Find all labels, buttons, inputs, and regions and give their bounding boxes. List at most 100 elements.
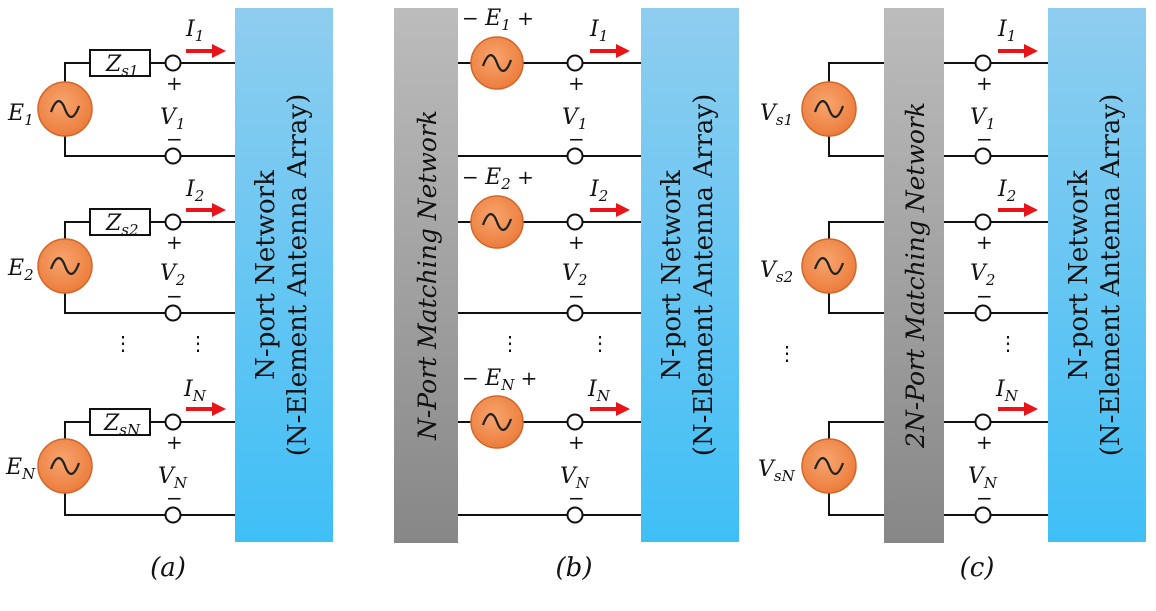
n-port-network-label: N-port Network (N-Element Antenna Array): [251, 94, 313, 456]
n-port-network-label: N-port Network (N-Element Antenna Array): [1064, 94, 1126, 456]
matching-network-label: 2N-Port Matching Network: [901, 102, 930, 449]
source-label: − E2 +: [462, 165, 534, 193]
port-terminal-icon: [974, 147, 992, 165]
port-terminal-icon: [164, 147, 182, 165]
plus-sign: +: [166, 71, 183, 95]
minus-sign: −: [568, 486, 585, 510]
current-arrow-icon: [186, 402, 226, 416]
source-label: VsN: [758, 457, 796, 485]
matching-network-block: [884, 8, 944, 543]
current-arrow-icon: [186, 44, 226, 58]
port-terminals-c: [974, 54, 992, 524]
wires-a: [64, 62, 235, 516]
ellipsis: ⋮: [113, 331, 133, 355]
impedance-box-icon: Zs1: [89, 49, 151, 80]
matching-network-block: [394, 8, 458, 543]
panel-caption: (c): [960, 553, 995, 583]
voltage-label: V1: [970, 105, 995, 133]
matching-network-label-wrap: N-Port Matching Network: [413, 110, 442, 441]
minus-sign: −: [568, 127, 585, 151]
port-terminal-icon: [974, 413, 992, 431]
source-label: Vs2: [760, 258, 793, 286]
ac-source-icon: [470, 195, 524, 249]
voltage-label: VN: [158, 464, 188, 492]
voltage-label: V2: [562, 261, 587, 289]
ac-source-icon: [470, 395, 524, 449]
n-port-network-label: N-port Network (N-Element Antenna Array): [657, 94, 719, 456]
panel-caption: (a): [150, 553, 186, 583]
port-terminal-icon: [164, 304, 182, 322]
network-label-line1: N-port Network: [251, 170, 281, 380]
port-terminal-icon: [164, 506, 182, 524]
voltage-label: VN: [560, 464, 590, 492]
current-label: I2: [997, 177, 1016, 205]
current-arrow-icon: [590, 203, 630, 217]
network-label-line2: (N-Element Antenna Array): [689, 94, 719, 456]
n-port-network-block: [235, 8, 333, 542]
current-arrow-icon: [186, 203, 226, 217]
impedance-label: Zs1: [105, 52, 139, 80]
network-label-line2: (N-Element Antenna Array): [283, 94, 313, 456]
current-label: I1: [589, 17, 608, 45]
panel-c: 2N-Port Matching Network N-port Network …: [758, 8, 1146, 583]
current-arrow-icon: [590, 402, 630, 416]
current-arrow-icon: [998, 44, 1038, 58]
impedance-box-icon: Zs2: [89, 208, 151, 239]
ac-source-icon: [801, 81, 857, 137]
n-port-network-block: [641, 8, 739, 542]
voltage-label: V2: [160, 261, 185, 289]
ellipsis: ⋮: [188, 331, 208, 355]
port-terminal-icon: [974, 54, 992, 72]
current-label: IN: [587, 377, 611, 405]
voltage-label: V2: [970, 261, 995, 289]
current-label: I1: [185, 17, 204, 45]
voltage-label: V1: [562, 105, 587, 133]
plus-sign: +: [166, 230, 183, 254]
port-terminal-icon: [566, 54, 584, 72]
source-label: E1: [7, 101, 34, 129]
network-label-line1: N-port Network: [657, 170, 687, 380]
plus-sign: +: [976, 71, 993, 95]
wires-c: [828, 62, 1048, 516]
impedance-box-icon: ZsN: [89, 408, 151, 439]
ellipsis: ⋮: [777, 341, 797, 365]
ac-source-icon: [37, 238, 93, 294]
port-terminal-icon: [164, 54, 182, 72]
current-label: IN: [183, 377, 207, 405]
matching-network-label: N-Port Matching Network: [413, 110, 442, 441]
ac-source-icon: [801, 438, 857, 494]
ellipsis: ⋮: [590, 331, 610, 355]
minus-sign: −: [976, 284, 993, 308]
plus-sign: +: [166, 430, 183, 454]
port-terminals-a: [164, 54, 182, 524]
current-arrow-icon: [590, 44, 630, 58]
port-terminal-icon: [974, 304, 992, 322]
current-label: IN: [995, 377, 1019, 405]
minus-sign: −: [976, 127, 993, 151]
impedance-label: ZsN: [103, 411, 141, 439]
panel-b: N-Port Matching Network N-port Network (…: [394, 6, 739, 583]
port-terminal-icon: [566, 506, 584, 524]
network-label-line1: N-port Network: [1064, 170, 1094, 380]
minus-sign: −: [166, 127, 183, 151]
ac-source-icon: [37, 81, 93, 137]
current-label: I1: [997, 17, 1016, 45]
source-label: − EN +: [462, 366, 537, 394]
current-label: I2: [185, 177, 204, 205]
minus-sign: −: [166, 486, 183, 510]
impedance-label: Zs2: [105, 211, 139, 239]
port-terminals-b: [566, 54, 584, 524]
source-label: Vs1: [760, 101, 793, 129]
source-label: E2: [7, 256, 34, 284]
current-label: I2: [589, 177, 608, 205]
port-terminal-icon: [974, 213, 992, 231]
ac-source-icon: [37, 438, 93, 494]
plus-sign: +: [568, 71, 585, 95]
voltage-label: V1: [160, 105, 185, 133]
plus-sign: +: [568, 230, 585, 254]
plus-sign: +: [568, 430, 585, 454]
port-terminal-icon: [164, 413, 182, 431]
wires-b: [458, 62, 641, 516]
